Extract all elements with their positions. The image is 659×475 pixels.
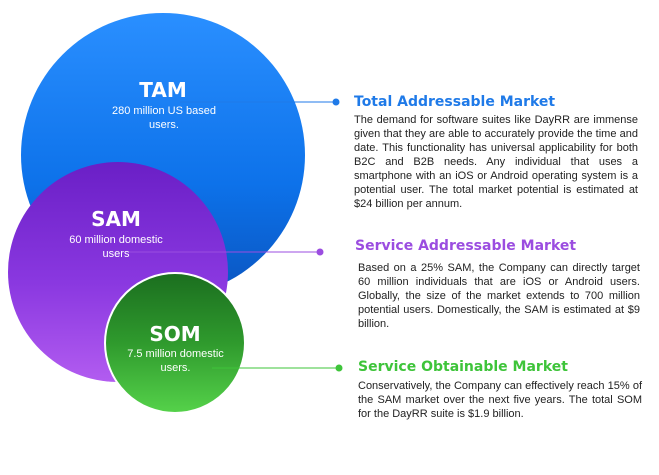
tam-heading: Total Addressable Market	[354, 94, 556, 110]
som-description: Conservatively, the Company can effectiv…	[358, 380, 642, 420]
tam-description: The demand for software suites like DayR…	[354, 114, 638, 210]
som-connector-dot	[335, 364, 343, 372]
som-label: SOM	[149, 322, 201, 346]
sam-sublabel: 60 million domestic users	[69, 234, 163, 260]
tam-connector-dot	[332, 98, 340, 106]
sam-heading: Service Addressable Market	[355, 238, 577, 254]
sam-label: SAM	[91, 207, 141, 231]
sam-description: Based on a 25% SAM, the Company can dire…	[358, 262, 640, 330]
tam-sublabel: 280 million US based users.	[112, 105, 216, 131]
som-heading: Service Obtainable Market	[358, 359, 568, 375]
sam-connector-dot	[316, 248, 324, 256]
tam-label: TAM	[139, 78, 187, 102]
som-circle	[104, 272, 246, 414]
som-sublabel: 7.5 million domestic users.	[127, 348, 224, 374]
